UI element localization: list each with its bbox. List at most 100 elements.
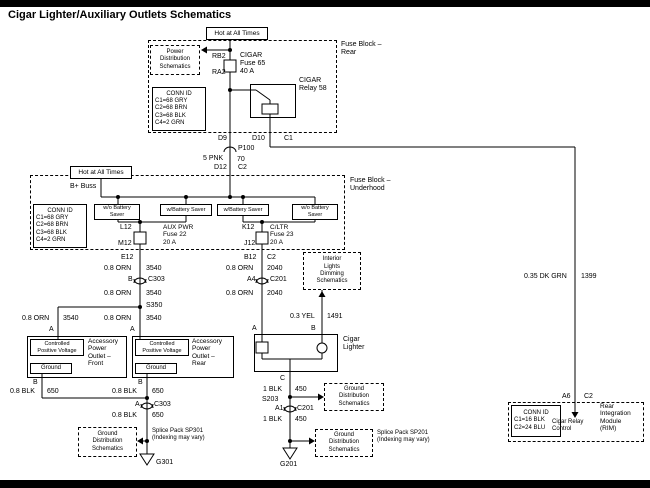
wire-orn3540-2b: 3540 [146, 290, 162, 297]
pin-d12: D12 [214, 164, 227, 171]
fuse-22-symbol [133, 231, 147, 245]
pin-a-c303: A [135, 401, 140, 408]
splice-s203-label: S203 [262, 396, 279, 403]
b-plus-buss-label: B+ Buss [70, 183, 97, 190]
wire-orn2040-2a: 0.8 ORN [226, 290, 254, 297]
fuse-23-symbol [255, 231, 269, 245]
lighter-lamp-symbol [316, 342, 328, 354]
connector-c303-bottom-symbol [140, 402, 154, 410]
conn-id-rim-header: CONN ID [523, 410, 549, 417]
conn-c2-b12: C2 [267, 254, 276, 261]
cigar-lighter-symbols [255, 341, 328, 354]
rim-outline [508, 402, 644, 442]
pin-d10: D10 [252, 135, 265, 142]
pin-b12: B12 [244, 254, 257, 261]
conn-c303-top: C303 [148, 276, 165, 283]
splice-sp301-label: Splice Pack SP301(Indexing may vary) [152, 428, 205, 441]
top-frame-bar [0, 0, 650, 7]
wire-1blk450-1a: 1 BLK [263, 386, 283, 393]
conn-c1-rear: C1 [284, 135, 293, 142]
wire-orn2040-1b: 2040 [267, 265, 283, 272]
wire-1blk450-1b: 450 [295, 386, 307, 393]
pin-j12: J12 [244, 240, 256, 247]
pin-d9: D9 [218, 135, 227, 142]
sp201-ground-arrow [309, 437, 315, 445]
pin-a1: A1 [275, 405, 284, 412]
wire-orn3540-4b: 3540 [146, 315, 162, 322]
pin-b-rear-outlet: B [138, 379, 143, 386]
junction-dots [116, 48, 292, 443]
wire-orn3540-3a: 0.8 ORN [22, 315, 50, 322]
fuse-block-rear-outline [148, 40, 337, 133]
w-battery-saver-right: w/Battery Saver [217, 204, 269, 216]
wire-yel1491-a: 0.3 YEL [290, 313, 315, 320]
pin-m12: M12 [118, 240, 132, 247]
pin-ra2: RA2 [212, 69, 226, 76]
conn-c2-rim: C2 [584, 393, 593, 400]
ground-g301-symbol [139, 453, 155, 466]
page-title: Cigar Lighter/Auxiliary Outlets Schemati… [8, 9, 232, 21]
conn-id-rear-header: CONN ID [166, 90, 192, 97]
rim-control-arrow [571, 412, 579, 418]
wire-orn3540-4a: 0.8 ORN [104, 315, 132, 322]
fuse-symbols [133, 59, 269, 245]
connector-c201-bottom-symbol [283, 405, 297, 413]
splice-s350: S350 [146, 302, 163, 309]
wire-orn3540-1a: 0.8 ORN [104, 265, 132, 272]
rear-outlet-ground: Ground [135, 363, 177, 374]
wire-dkgrn1399-b: 1399 [581, 273, 597, 280]
wire-orn3540-2a: 0.8 ORN [104, 290, 132, 297]
w-battery-saver-left: w/Battery Saver [160, 204, 212, 216]
pin-l12: L12 [120, 224, 132, 231]
relay-coil-symbol [261, 103, 279, 115]
wire-orn3540-3b: 3540 [63, 315, 79, 322]
wire-blk650-1a: 0.8 BLK [10, 388, 35, 395]
ground-g201-symbol [282, 447, 298, 460]
hot-at-all-times-underhood: Hot at All Times [70, 166, 132, 179]
power-dist-arrow [201, 46, 207, 54]
interior-lights-arrow [318, 291, 326, 297]
bottom-frame-bar [0, 480, 650, 488]
wire-blk650-2b: 650 [152, 388, 164, 395]
wire-1blk450-2b: 450 [295, 416, 307, 423]
cigar-lighter-outline [254, 334, 338, 372]
pin-b-c303: B [128, 276, 133, 283]
pin-c-lighter: C [280, 375, 286, 382]
pin-e12: E12 [121, 254, 134, 261]
wire-orn2040-1a: 0.8 ORN [226, 265, 254, 272]
hot-at-all-times-rear: Hot at All Times [206, 27, 268, 40]
pin-rb2: RB2 [212, 53, 226, 60]
wire-blk650-3b: 650 [152, 412, 164, 419]
ground-g301-label: G301 [156, 459, 174, 466]
conn-id-underhood-header: CONN ID [47, 207, 73, 214]
conn-p100: P100 [238, 145, 255, 152]
relay-outline [250, 84, 296, 118]
pin-a-rear-outlet: A [130, 326, 135, 333]
conn-c201-bottom: C201 [297, 405, 314, 412]
fuse-block-underhood-label: Fuse Block –Underhood [350, 177, 391, 192]
connector-p100-symbol [223, 146, 237, 153]
ground-g201-label: G201 [280, 461, 298, 468]
pin-b-lighter: B [311, 325, 316, 332]
pin-a4: A4 [247, 276, 256, 283]
fuse-block-underhood-outline [30, 175, 345, 250]
connector-symbols [133, 146, 297, 413]
s203-ground-arrow [318, 393, 324, 401]
sp301-ground-arrow [137, 437, 143, 445]
front-outlet-ground: Ground [30, 363, 72, 374]
wire-blk650-1b: 650 [47, 388, 59, 395]
conn-c303-bottom: C303 [154, 401, 171, 408]
conn-c2-underhood: C2 [238, 164, 247, 171]
